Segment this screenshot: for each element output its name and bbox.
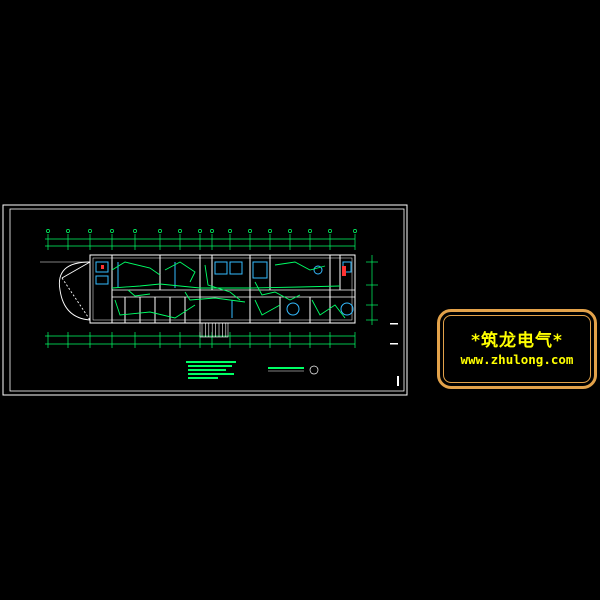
bottom-dimension-ticks xyxy=(47,332,356,348)
legend-notes xyxy=(186,361,236,379)
stair xyxy=(199,322,229,338)
watermark-brand: *筑龙电气* xyxy=(471,331,563,351)
watermark-url: www.zhulong.com xyxy=(460,352,574,367)
curved-lobby xyxy=(40,261,91,321)
zhulong-watermark: *筑龙电气* www.zhulong.com xyxy=(437,309,597,389)
accent-marks xyxy=(101,265,346,276)
circuits xyxy=(111,261,346,319)
fixtures xyxy=(95,261,354,318)
drawing-title xyxy=(268,365,319,375)
right-dimension-line xyxy=(366,255,378,325)
right-notes xyxy=(390,323,399,386)
building-walls xyxy=(89,254,356,324)
top-dimension-ticks xyxy=(47,234,356,250)
grid-axis-markers xyxy=(46,229,357,233)
sheet-frame xyxy=(2,204,408,396)
